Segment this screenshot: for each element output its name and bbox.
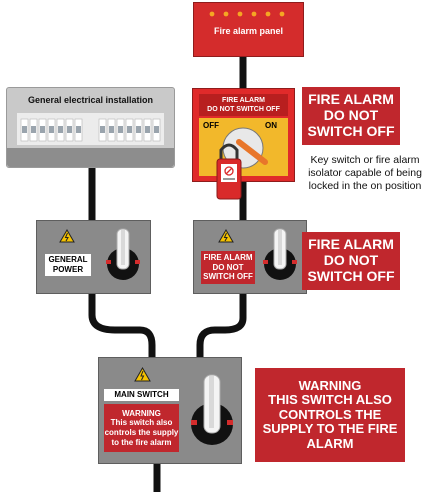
key-switch-warning-line2: DO NOT — [323, 107, 379, 124]
hazard-icon — [218, 229, 234, 243]
general-power-switch: GENERAL POWER — [36, 220, 151, 294]
isolator-handle-fire-alarm[interactable] — [260, 226, 300, 288]
key-switch-warning-note: FIRE ALARM DO NOT SWITCH OFF — [302, 87, 400, 145]
fire-alarm-isolator-label-line3: SWITCH OFF — [203, 272, 253, 282]
key-switch-rotary-icon[interactable] — [199, 118, 288, 176]
key-switch-description-line1: Key switch or fire alarm — [310, 154, 420, 166]
key-switch-description: Key switch or fire alarm isolator capabl… — [297, 154, 433, 193]
main-switch-warning-line4: to the fire alarm — [111, 437, 172, 447]
installation-base — [7, 148, 174, 167]
isolator-handle-main[interactable] — [189, 372, 235, 452]
isolator-warning-note: FIRE ALARM DO NOT SWITCH OFF — [302, 232, 400, 290]
fire-alarm-panel-label: Fire alarm panel — [213, 26, 284, 36]
main-switch-note-line3: CONTROLS THE — [278, 406, 382, 422]
main-switch-label: MAIN SWITCH — [104, 389, 179, 401]
breaker-row — [17, 113, 164, 145]
off-label: OFF — [203, 121, 219, 130]
isolator-warning-line1: FIRE ALARM — [308, 236, 394, 253]
key-switch-header: FIRE ALARM DO NOT SWITCH OFF — [199, 94, 288, 116]
key-switch-description-line2: isolator capable of being — [308, 167, 422, 180]
cable-general-power-to-main — [88, 290, 156, 360]
main-switch-note-line4: SUPPLY TO THE FIRE — [262, 421, 398, 437]
main-switch-warning-line2: This switch also — [110, 418, 173, 428]
isolator-warning-line2: DO NOT — [323, 252, 379, 269]
main-switch-warning-label: WARNING This switch also controls the su… — [104, 404, 179, 452]
main-switch-note-line2: THIS SWITCH ALSO — [268, 392, 392, 408]
key-switch-face: OFF ON — [199, 118, 288, 176]
breaker-modules — [20, 118, 161, 142]
main-switch-warning-line1: WARNING — [122, 408, 161, 418]
hazard-icon — [134, 367, 151, 382]
general-electrical-installation: General electrical installation — [6, 87, 175, 168]
main-switch-note-line5: ALARM — [306, 435, 354, 451]
fire-alarm-isolator-switch: FIRE ALARM DO NOT SWITCH OFF — [193, 220, 307, 294]
key-switch-warning-line1: FIRE ALARM — [308, 91, 394, 108]
isolator-handle-general[interactable] — [103, 226, 143, 288]
key-switch-warning-line3: SWITCH OFF — [307, 122, 395, 139]
fire-alarm-panel: Fire alarm panel — [193, 2, 304, 57]
main-switch-note-line1: WARNING — [298, 377, 362, 393]
fire-alarm-isolator-label-line1: FIRE ALARM — [203, 253, 253, 263]
general-power-label: GENERAL POWER — [45, 254, 91, 276]
main-switch-warning-line3: controls the supply — [104, 428, 179, 437]
key-switch-header-line1: FIRE ALARM — [222, 97, 265, 104]
installation-label: General electrical installation — [27, 95, 154, 105]
on-label: ON — [265, 121, 277, 130]
main-switch: MAIN SWITCH WARNING This switch also con… — [98, 357, 242, 464]
general-power-label-line1: GENERAL — [48, 255, 88, 265]
general-power-label-line2: POWER — [52, 265, 84, 274]
hazard-icon — [59, 229, 75, 243]
isolator-warning-line3: SWITCH OFF — [307, 267, 395, 284]
padlock-icon — [216, 143, 242, 200]
fire-alarm-isolator-label-line2: DO NOT — [212, 262, 244, 272]
key-switch-description-line3: locked in the on position — [308, 180, 422, 193]
fire-alarm-isolator-label: FIRE ALARM DO NOT SWITCH OFF — [201, 251, 255, 284]
cable-isolator-to-main — [196, 290, 247, 360]
main-switch-warning-note: WARNING THIS SWITCH ALSO CONTROLS THE SU… — [255, 368, 405, 462]
key-switch-header-line2: DO NOT SWITCH OFF — [207, 106, 280, 114]
key-switch-isolator: FIRE ALARM DO NOT SWITCH OFF OFF ON — [192, 88, 295, 182]
panel-indicator-lights — [209, 11, 285, 17]
